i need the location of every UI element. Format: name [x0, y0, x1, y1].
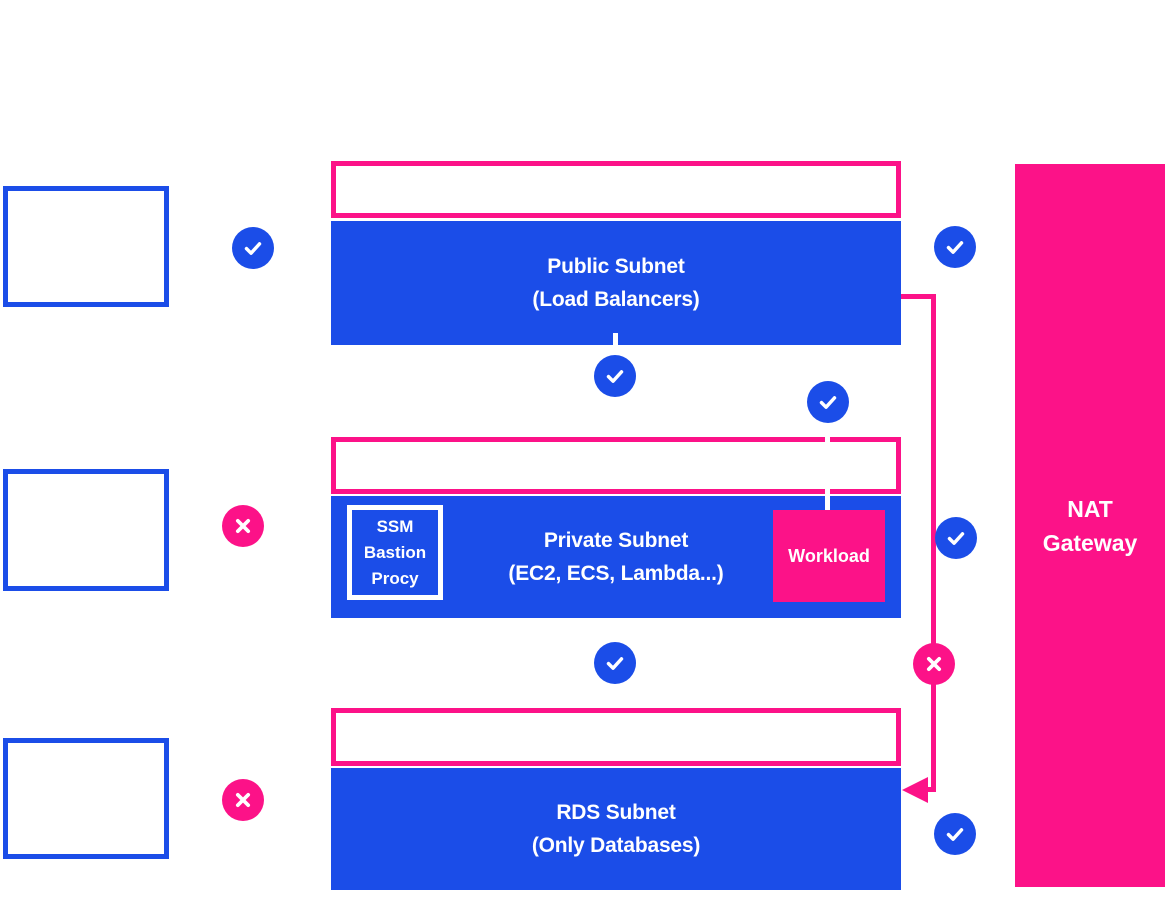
ssm-line3: Procy: [371, 568, 419, 588]
ssm-line1: SSM: [376, 516, 414, 536]
check-icon-right-public: [934, 226, 976, 268]
check-icon-left-public: [232, 227, 274, 269]
public-subnet-header-box: [331, 161, 901, 218]
private-subnet-title: Private Subnet: [543, 529, 689, 552]
connector-public-to-check: [613, 333, 618, 360]
checkmark-glyph: [606, 657, 624, 670]
check-icon-private-to-rds: [594, 642, 636, 684]
checkmark-glyph: [946, 241, 964, 254]
check-icon-right-rds: [934, 813, 976, 855]
checkmark-glyph: [606, 370, 624, 383]
check-icon-workload: [807, 381, 849, 423]
workload-box: Workload: [773, 510, 885, 602]
private-subnet-header-box: [331, 437, 901, 494]
checkmark-glyph: [244, 242, 262, 255]
public-subnet-subtitle: (Load Balancers): [532, 288, 700, 311]
external-box-public-row: [3, 186, 169, 307]
connector-check-to-workload: [825, 420, 830, 510]
x-icon-connector: [913, 643, 955, 685]
x-glyph: [235, 792, 251, 808]
nat-gateway-title-line2: Gateway: [1042, 529, 1138, 556]
nat-gateway-box: NAT Gateway: [1015, 164, 1165, 887]
rds-subnet-subtitle: (Only Databases): [531, 834, 701, 857]
nat-gateway-title-line1: NAT: [1067, 495, 1113, 522]
public-subnet-box: Public Subnet (Load Balancers): [331, 221, 901, 345]
rds-subnet-header-box: [331, 708, 901, 766]
external-box-private-row: [3, 469, 169, 591]
check-icon-right-private: [935, 517, 977, 559]
public-subnet-title: Public Subnet: [547, 255, 685, 278]
connector-vertical-line: [931, 294, 936, 790]
external-box-rds-row: [3, 738, 169, 859]
x-icon-left-private: [222, 505, 264, 547]
arrowhead-into-rds-icon: [902, 777, 928, 803]
check-icon-public-to-private: [594, 355, 636, 397]
x-glyph: [926, 656, 942, 672]
workload-label: Workload: [788, 545, 870, 566]
rds-subnet-title: RDS Subnet: [556, 801, 676, 824]
x-icon-left-rds: [222, 779, 264, 821]
connector-public-to-nat-horizontal: [901, 294, 936, 299]
x-glyph: [235, 518, 251, 534]
checkmark-glyph: [819, 396, 837, 409]
checkmark-glyph: [947, 532, 965, 545]
checkmark-glyph: [946, 828, 964, 841]
private-subnet-subtitle: (EC2, ECS, Lambda...): [508, 562, 724, 585]
ssm-bastion-proxy-box: SSM Bastion Procy: [347, 505, 443, 600]
ssm-line2: Bastion: [363, 542, 427, 562]
rds-subnet-box: RDS Subnet (Only Databases): [331, 768, 901, 890]
